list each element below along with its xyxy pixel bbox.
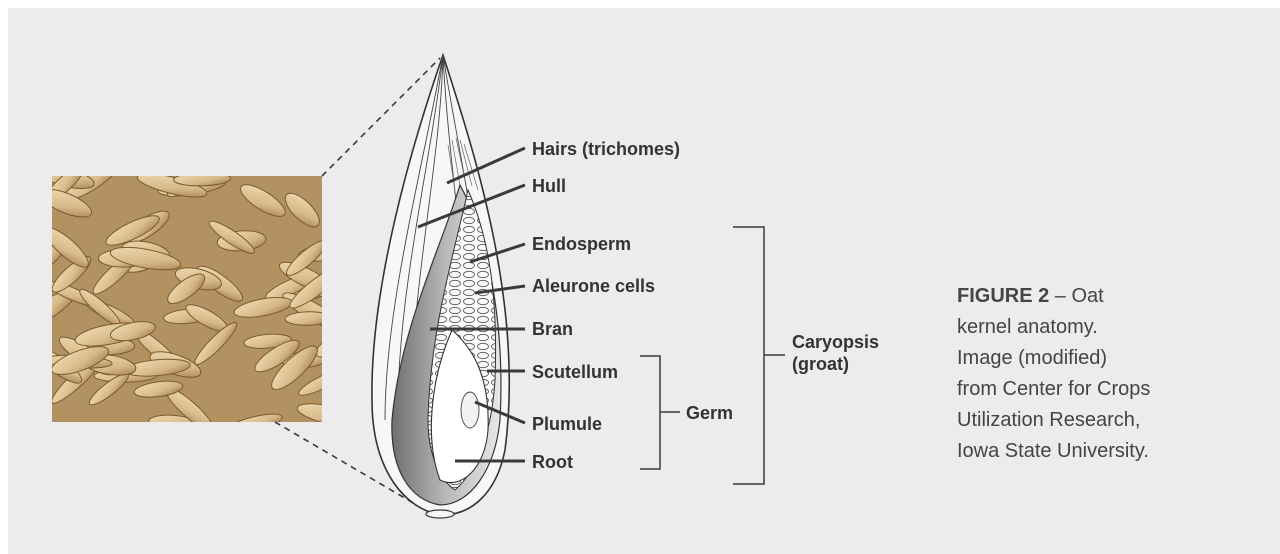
- label-bran: Bran: [532, 319, 573, 339]
- label-hairs: Hairs (trichomes): [532, 139, 680, 159]
- germ-bracket: [640, 356, 660, 469]
- caryopsis-bracket: [733, 227, 764, 484]
- label-germ: Germ: [686, 403, 733, 423]
- figure-caption: FIGURE 2 – Oat kernel anatomy. Image (mo…: [957, 281, 1257, 467]
- label-aleurone: Aleurone cells: [532, 276, 655, 296]
- label-hull: Hull: [532, 176, 566, 196]
- kernel-illustration: [372, 55, 509, 518]
- oat-grain: [295, 399, 365, 431]
- label-scutellum: Scutellum: [532, 362, 618, 382]
- label-endosperm: Endosperm: [532, 234, 631, 254]
- caption-line-5: Utilization Research,: [957, 405, 1257, 436]
- caption-line-4: from Center for Crops: [957, 374, 1257, 405]
- oat-grains-photo: [13, 151, 372, 440]
- caption-line-6: Iowa State University.: [957, 436, 1257, 467]
- caption-figure-number: FIGURE 2: [957, 285, 1049, 307]
- caption-dash: –: [1049, 285, 1071, 307]
- label-groat: (groat): [792, 354, 849, 374]
- oat-grain: [58, 154, 121, 176]
- caption-line-3: Image (modified): [957, 343, 1257, 374]
- label-plumule: Plumule: [532, 414, 602, 434]
- label-root: Root: [532, 452, 573, 472]
- label-caryopsis: Caryopsis: [792, 332, 879, 352]
- caption-line-1: Oat: [1072, 285, 1104, 307]
- caption-line-2: kernel anatomy.: [957, 312, 1257, 343]
